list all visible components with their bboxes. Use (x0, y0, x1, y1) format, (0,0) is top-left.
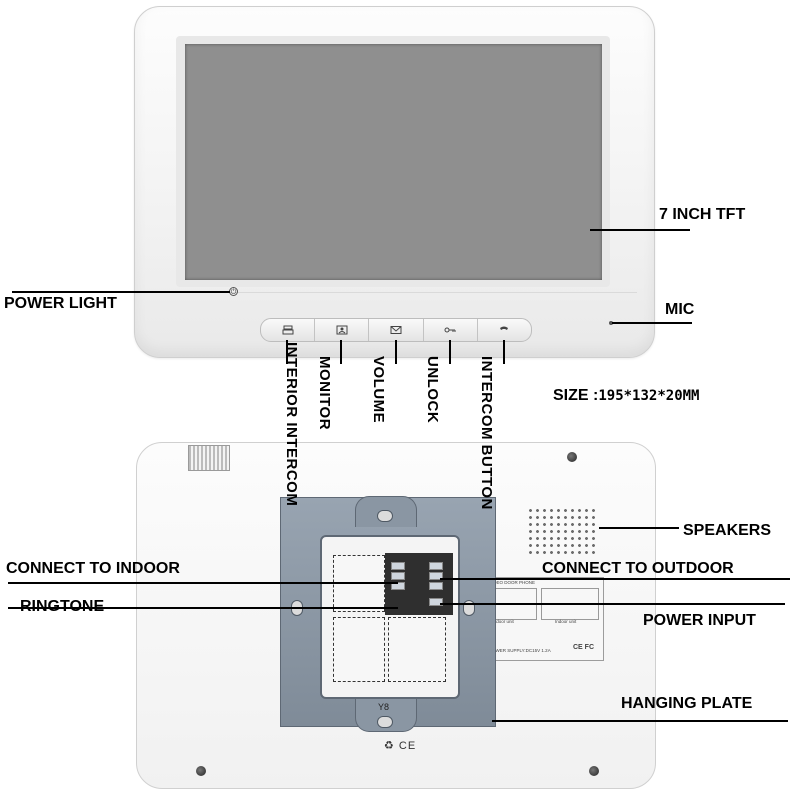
connector-pin (391, 572, 405, 580)
connect-outdoor-leader-line (440, 578, 790, 580)
connector-pin (429, 598, 443, 606)
screw-icon (196, 766, 206, 776)
mic-label: MIC (665, 301, 695, 318)
outdoor-unit-text: Outdoor unit (489, 619, 514, 624)
connector-pin (429, 562, 443, 570)
power-supply-text: POWER SUPPLY:DC15V 1.2A (489, 648, 551, 653)
power-light-label: POWER LIGHT (4, 295, 117, 312)
power-input-leader-line (440, 603, 785, 605)
connect-outdoor-label: CONNECT TO OUTDOOR (542, 560, 734, 577)
connector-pin (391, 582, 405, 590)
plate-hole (377, 510, 393, 522)
certification-marks: ♻ CE (384, 740, 417, 752)
screw-icon (589, 766, 599, 776)
connector-pin (429, 572, 443, 580)
plate-mark: Y8 (378, 702, 390, 712)
indoor-unit-text: Indoor unit (555, 619, 577, 624)
intercom-icon (282, 325, 294, 335)
volume-leader (395, 340, 397, 364)
intercom-button-leader (503, 340, 505, 364)
speakers-leader-line (599, 527, 679, 529)
unlock-button[interactable] (424, 319, 478, 341)
mic-leader-line (612, 322, 692, 324)
knockout-box (388, 617, 446, 682)
tft-leader-line (590, 229, 690, 231)
monitor-leader (340, 340, 342, 364)
hanging-plate-label: HANGING PLATE (621, 695, 753, 712)
knockout-box (333, 555, 385, 612)
monitor-button[interactable] (315, 319, 370, 341)
button-bar (260, 318, 532, 342)
power-input-label: POWER INPUT (643, 612, 756, 629)
connector-pin (391, 562, 405, 570)
plate-hole (377, 716, 393, 728)
speaker-grill (527, 507, 599, 555)
connector-pin (429, 582, 443, 590)
ce-mark: CE FC (573, 644, 594, 651)
power-light-icon: ⏻ (229, 287, 238, 296)
barcode-sticker (188, 445, 230, 471)
rating-title: VIDEO DOOR PHONE (489, 580, 536, 585)
volume-button[interactable] (369, 319, 424, 341)
ringtone-label: RINGTONE (20, 598, 105, 615)
power-light-leader-line (12, 291, 230, 293)
size-value: 195*132*20MM (598, 388, 700, 404)
monitor-icon (336, 325, 348, 335)
front-divider (150, 292, 637, 293)
tft-screen (185, 44, 602, 280)
size-label: SIZE :195*132*20MM (553, 387, 700, 405)
rating-panel: VIDEO DOOR PHONE Outdoor unit Indoor uni… (484, 577, 604, 661)
knockout-box (333, 617, 385, 682)
handset-icon (500, 326, 509, 330)
screw-icon (567, 452, 577, 462)
intercom-button[interactable] (478, 319, 531, 341)
intercom-button-label: INTERCOM BUTTON (478, 356, 495, 510)
key-icon (444, 327, 456, 333)
tft-label: 7 INCH TFT (659, 206, 746, 223)
connect-indoor-label: CONNECT TO INDOOR (6, 560, 180, 577)
volume-label: VOLUME (370, 356, 387, 424)
interior-intercom-label: INTERIOR INTERCOM (283, 342, 300, 507)
unlock-label: UNLOCK (424, 356, 441, 424)
ringtone-leader-line (8, 607, 398, 609)
hanging-plate-leader-line (492, 720, 788, 722)
envelope-icon (390, 326, 402, 334)
monitor-label: MONITOR (316, 356, 333, 431)
interior-intercom-leader (286, 340, 288, 364)
size-label-text: SIZE : (553, 387, 599, 404)
mic-hole (609, 321, 613, 325)
speakers-label: SPEAKERS (683, 522, 772, 539)
connect-indoor-leader-line (8, 582, 398, 584)
interior-intercom-button[interactable] (261, 319, 316, 341)
unlock-leader (449, 340, 451, 364)
